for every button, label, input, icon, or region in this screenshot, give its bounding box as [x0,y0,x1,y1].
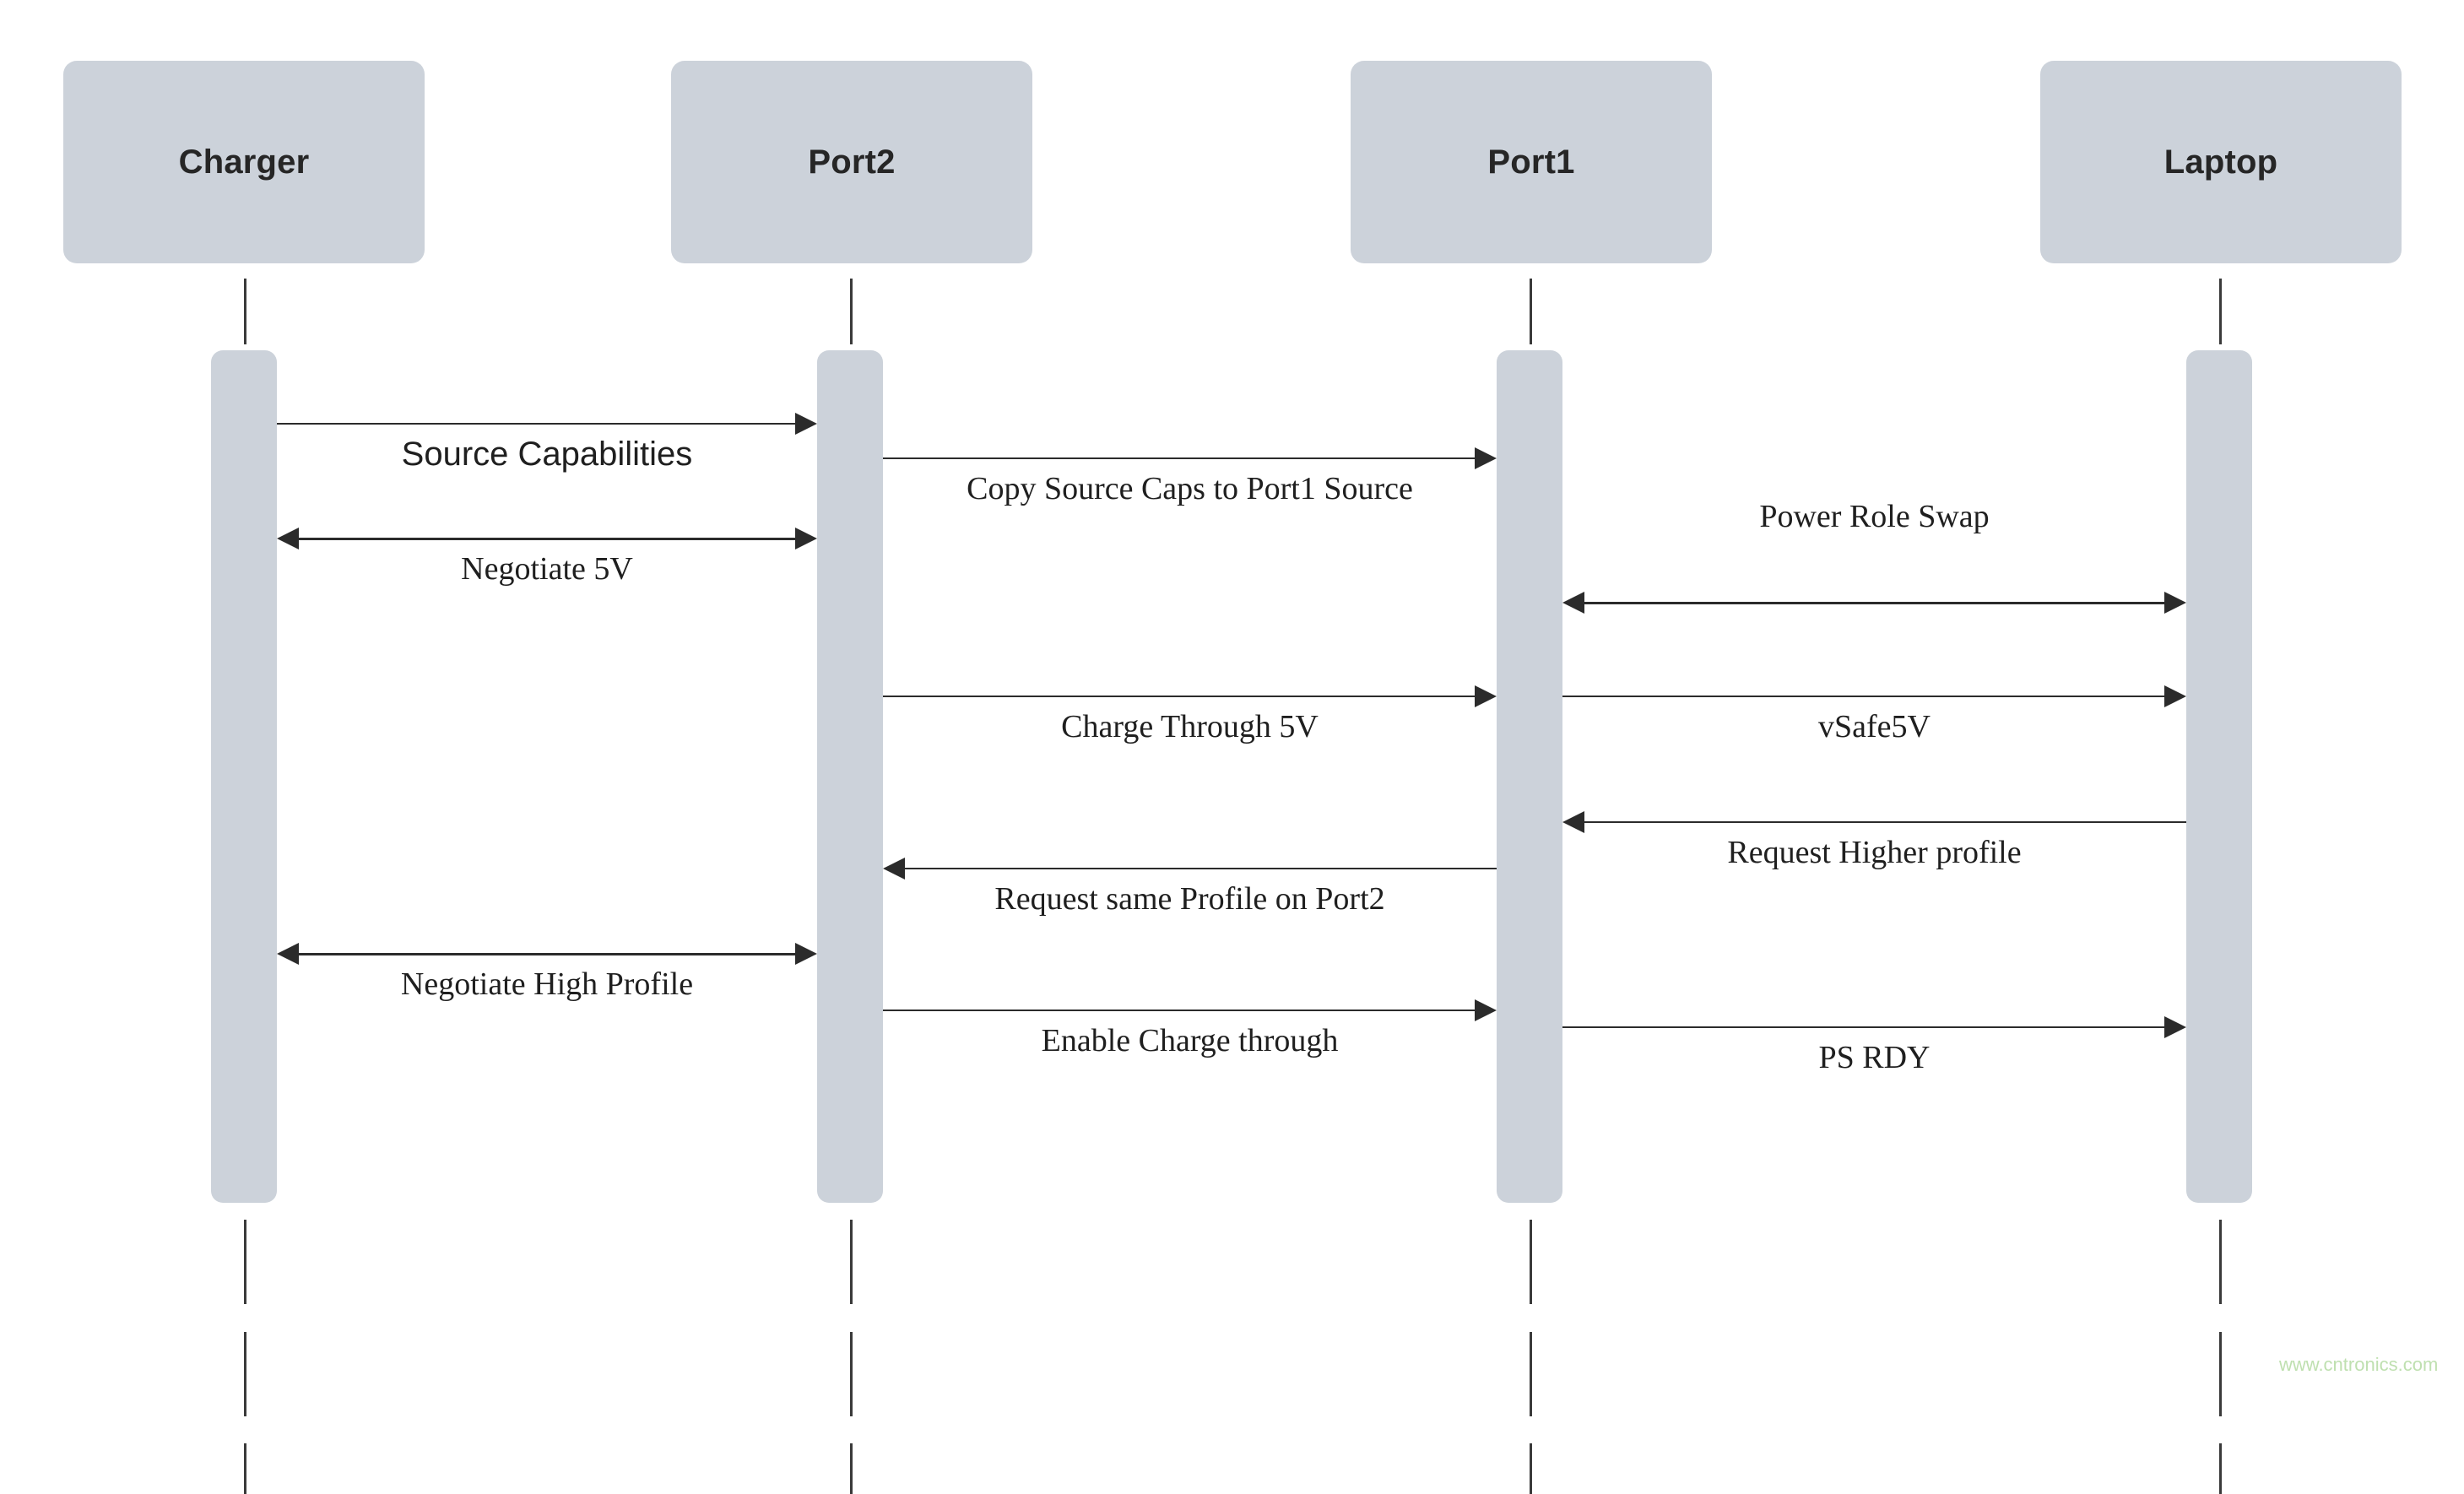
message-label-m5: Charge Through 5V [1061,709,1319,744]
message-line-m4 [1581,602,2168,604]
message-label-m3: Negotiate 5V [461,551,633,587]
lifeline-top-port1-0 [1530,279,1532,344]
actor-header-laptop: Laptop [2040,61,2402,263]
message-line-m3 [295,538,799,540]
message-label-m4: Power Role Swap [1759,499,1990,534]
message-line-m6 [1562,696,2168,697]
message-line-m7 [1581,821,2186,823]
lifeline-top-charger-0 [244,279,246,344]
message-label-m11: PS RDY [1818,1040,1931,1075]
message-label-m8: Request same Profile on Port2 [994,881,1385,917]
lifeline-top-laptop-0 [2219,279,2222,344]
lifeline-bottom-charger-1 [244,1332,246,1416]
arrowhead-right-m2 [1475,447,1497,469]
actor-header-port2: Port2 [671,61,1032,263]
arrowhead-right-m5 [1475,685,1497,707]
arrowhead-right-m1 [795,413,817,435]
activation-bar-charger [211,350,277,1203]
arrowhead-right-m10 [1475,999,1497,1021]
message-label-m7: Request Higher profile [1727,835,2022,870]
actor-label-charger: Charger [178,143,310,181]
lifeline-bottom-port1-0 [1530,1220,1532,1304]
lifeline-bottom-port1-1 [1530,1332,1532,1416]
lifeline-bottom-port2-1 [850,1332,853,1416]
arrowhead-right-m6 [2164,685,2186,707]
lifeline-bottom-charger-0 [244,1220,246,1304]
lifeline-bottom-charger-2 [244,1443,246,1494]
lifeline-top-port2-0 [850,279,853,344]
message-label-m6: vSafe5V [1818,709,1931,744]
message-label-m1: Source Capabilities [401,436,693,473]
message-line-m1 [277,423,799,425]
message-line-m5 [883,696,1478,697]
lifeline-bottom-port2-2 [850,1443,853,1494]
arrowhead-right-m4 [2164,592,2186,614]
actor-label-laptop: Laptop [2163,143,2278,181]
arrowhead-left-m9 [277,943,299,965]
arrowhead-left-m4 [1562,592,1584,614]
lifeline-bottom-laptop-1 [2219,1332,2222,1416]
message-line-m2 [883,457,1478,459]
message-line-m10 [883,1010,1478,1011]
arrowhead-right-m3 [795,528,817,549]
arrowhead-left-m8 [883,858,905,880]
message-label-m10: Enable Charge through [1041,1023,1339,1058]
arrowhead-right-m9 [795,943,817,965]
lifeline-bottom-laptop-2 [2219,1443,2222,1494]
actor-label-port1: Port1 [1487,143,1575,181]
lifeline-bottom-port2-0 [850,1220,853,1304]
activation-bar-port2 [817,350,883,1203]
lifeline-bottom-port1-2 [1530,1443,1532,1494]
actor-header-port1: Port1 [1351,61,1712,263]
lifeline-bottom-laptop-0 [2219,1220,2222,1304]
actor-label-port2: Port2 [808,143,896,181]
message-line-m9 [295,953,799,955]
activation-bar-port1 [1497,350,1562,1203]
message-line-m8 [902,868,1497,869]
arrowhead-left-m3 [277,528,299,549]
arrowhead-right-m11 [2164,1016,2186,1038]
message-label-m9: Negotiate High Profile [400,966,694,1002]
arrowhead-left-m7 [1562,811,1584,833]
message-line-m11 [1562,1026,2168,1028]
actor-header-charger: Charger [63,61,425,263]
activation-bar-laptop [2186,350,2252,1203]
watermark-text: www.cntronics.com [2279,1354,2439,1375]
message-label-m2: Copy Source Caps to Port1 Source [967,471,1413,506]
